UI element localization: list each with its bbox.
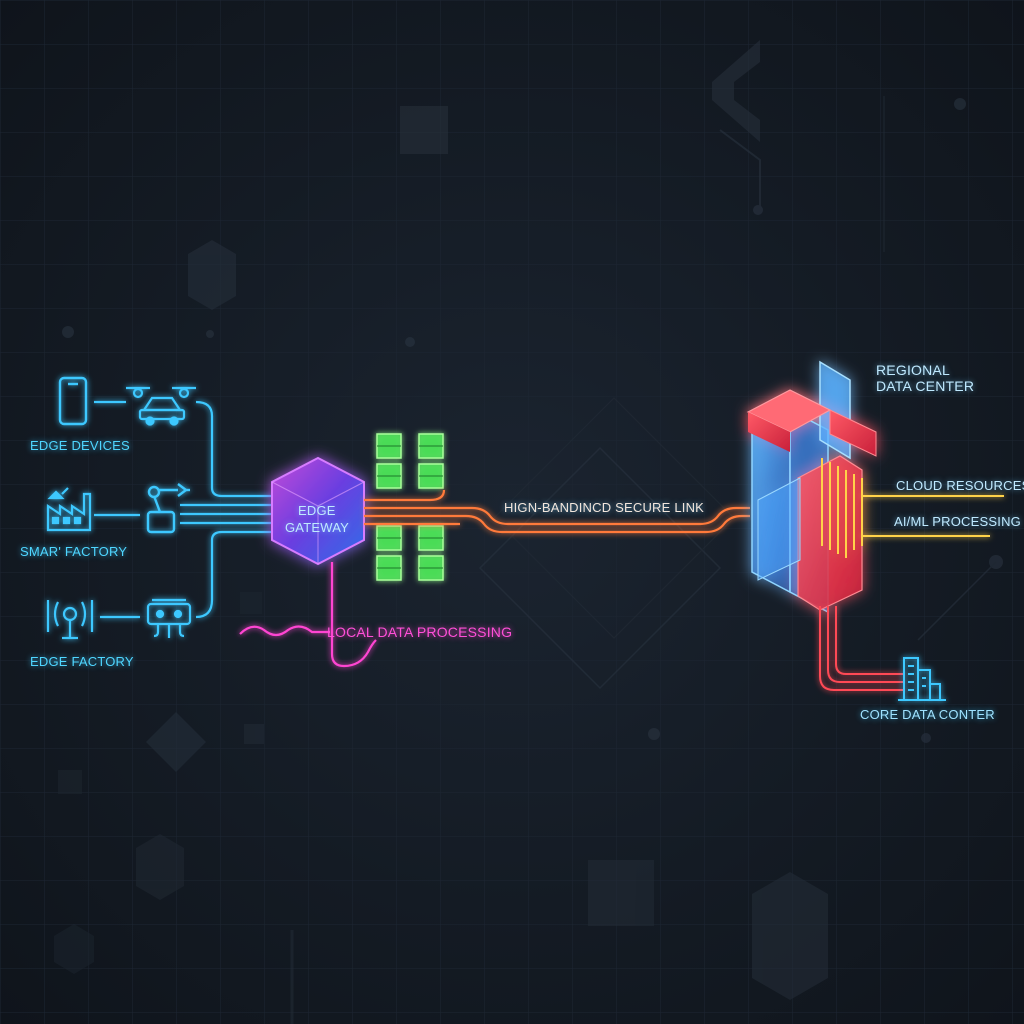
bg-square [240, 592, 262, 614]
blue-inner-panel [757, 477, 801, 581]
bg-hexagon [752, 872, 828, 1000]
edge-factory-label: EDGE FACTORY [30, 654, 134, 669]
antenna-tower-icon [46, 600, 94, 640]
sensor-module-icon [146, 598, 192, 638]
bg-square [400, 106, 448, 154]
bg-line [917, 561, 997, 641]
bg-hexagon [136, 834, 184, 900]
bg-dot [62, 326, 74, 338]
bg-hexagon [54, 924, 94, 974]
processing-node [376, 433, 402, 459]
gateway-label-line1: EDGE [298, 503, 336, 518]
core-data-center-label: CORE DATA CONTER [860, 707, 995, 722]
processing-node [376, 555, 402, 581]
local-processing-connector [239, 562, 377, 668]
regional-dc-label-line1: REGIONAL [876, 362, 950, 378]
processing-node [376, 463, 402, 489]
bg-square [588, 860, 654, 926]
aiml-stripes [821, 458, 863, 558]
gateway-label-line2: GATEWAY [285, 520, 349, 535]
bg-dot [648, 728, 660, 740]
cloud-resources-label: CLOUD RESOURCES [896, 478, 1024, 493]
processing-nodes [376, 433, 444, 581]
bg-hexagon [188, 240, 236, 310]
cloud-outputs [862, 495, 1004, 537]
bg-bracket [712, 40, 760, 142]
processing-node [418, 433, 444, 459]
drone-to-gateway-link [195, 400, 272, 498]
edge-connections [94, 400, 272, 619]
smart-factory-label: SMAR' FACTORY [20, 544, 128, 559]
red-block [829, 409, 877, 457]
city-buildings-icon [898, 657, 946, 701]
bg-dot [405, 337, 415, 347]
bg-square [58, 770, 82, 794]
secure-link [364, 489, 750, 534]
secure-link-label: HIGN-BANDINCD SECURE LINK [504, 500, 705, 515]
factory-icon [46, 487, 92, 532]
regional-dc-label-line2: DATA CENTER [876, 378, 975, 394]
robot-arm-icon [146, 483, 190, 534]
processing-node [418, 525, 444, 551]
bg-dot [753, 205, 763, 215]
processing-node [376, 525, 402, 551]
red-block [748, 412, 790, 452]
local-processing-label: LOCAL DATA PROCESSING [327, 624, 513, 640]
core-link [819, 606, 904, 691]
regional-data-center-icon [746, 360, 877, 614]
bg-dot [921, 733, 931, 743]
background-decorations [54, 40, 1003, 1024]
processing-node [418, 555, 444, 581]
drone-car-icon [126, 386, 196, 426]
bg-dot [206, 330, 214, 338]
bg-line [719, 129, 761, 214]
processing-node [418, 463, 444, 489]
bg-diamond-outline [493, 397, 735, 639]
bg-dot [954, 98, 966, 110]
sensor-to-gateway-link [195, 530, 272, 619]
aiml-processing-label: AI/ML PROCESSING [894, 514, 1021, 529]
smartphone-icon [58, 376, 88, 426]
bg-diamond-outline [478, 446, 722, 690]
edge-gateway-hexagon-icon [271, 456, 365, 566]
bg-diamond [146, 712, 206, 772]
edge-devices-label: EDGE DEVICES [30, 438, 130, 453]
bg-square [244, 724, 264, 744]
